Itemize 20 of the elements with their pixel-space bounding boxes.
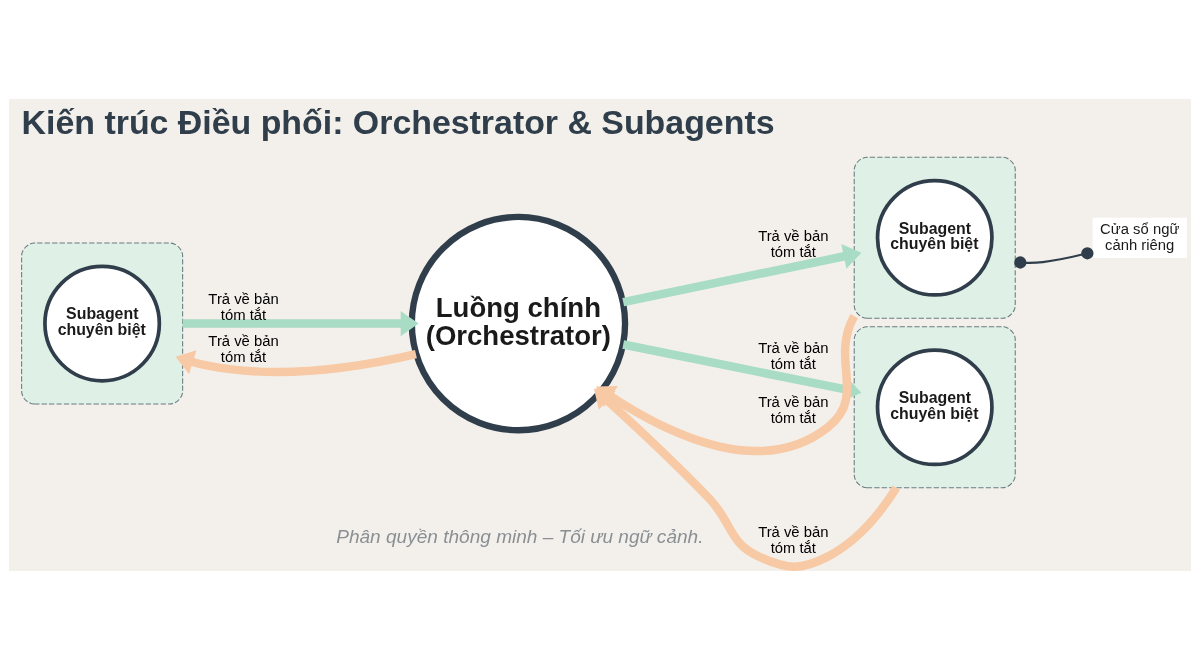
cluster <box>21 242 184 405</box>
connector <box>1014 247 1094 269</box>
edge-label: Trả về bản tóm tắt <box>208 333 279 365</box>
edge-label: Trả về bản tóm tắt <box>208 290 279 323</box>
node-circle: Subagent chuyên biệt <box>875 348 994 467</box>
edge-label: Trả về bản tóm tắt <box>758 228 829 261</box>
node-circle: Luồng chính (Orchestrator) <box>408 213 629 434</box>
node-circle: Subagent chuyên biệt <box>875 178 994 297</box>
node-box: Cửa sổ ngữ cảnh riêng <box>1092 217 1187 258</box>
arrow <box>175 350 417 377</box>
edge-label: Trả về bản tóm tắt <box>758 394 829 427</box>
caption: Phân quyền thông minh – Tối ưu ngữ cảnh. <box>336 526 704 548</box>
edge-label: Trả về bản tóm tắt <box>758 523 829 556</box>
arrow <box>622 244 862 307</box>
cluster <box>853 326 1016 489</box>
arrow <box>182 311 419 337</box>
edge-label: Trả về bản tóm tắt <box>758 340 829 373</box>
node-circle: Subagent chuyên biệt <box>43 264 162 383</box>
diagram-title: Kiến trúc Điều phối: Orchestrator & Subagents <box>21 102 775 141</box>
cluster <box>853 156 1016 319</box>
